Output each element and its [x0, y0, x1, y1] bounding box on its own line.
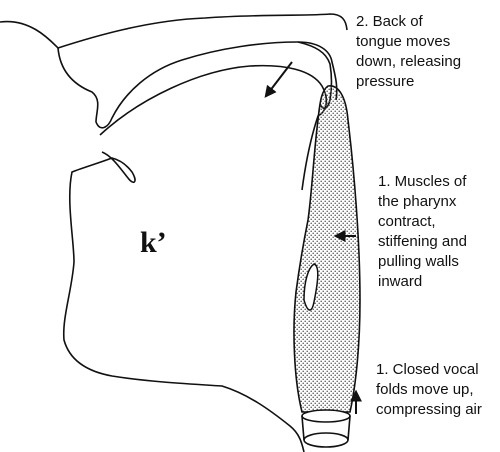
sound-symbol: k’	[140, 225, 167, 261]
tongue-outline	[100, 66, 326, 190]
trachea-ring-top	[302, 410, 350, 422]
nasal-cavity-outline	[0, 14, 347, 48]
pharynx-annotation: 1. Muscles of the pharynx contract, stif…	[378, 172, 500, 292]
trachea-wall-right	[348, 416, 350, 440]
tongue-annotation: 2. Back of tongue moves down, releasing …	[356, 12, 500, 92]
trachea-wall-left	[302, 416, 304, 440]
lower-lip-outline	[64, 152, 304, 452]
palate-outline	[58, 42, 337, 128]
pharynx-air-column	[294, 86, 360, 412]
trachea-ring-bottom	[304, 433, 348, 447]
vocal-folds-annotation: 1. Closed vocal folds move up, compressi…	[376, 360, 500, 420]
